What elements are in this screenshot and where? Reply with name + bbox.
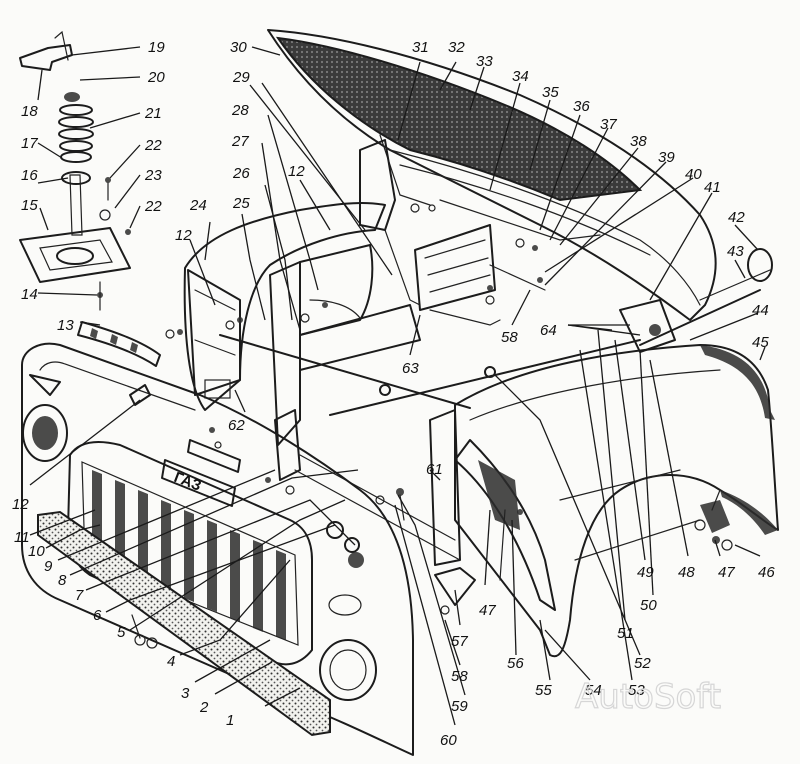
callout-51: 51 bbox=[617, 625, 634, 642]
callout-12-upper: 12 bbox=[288, 163, 305, 180]
callout-42: 42 bbox=[728, 209, 745, 226]
callout-11: 11 bbox=[14, 529, 30, 546]
callout-8: 8 bbox=[58, 572, 67, 589]
callout-55: 55 bbox=[535, 682, 552, 699]
callout-46: 46 bbox=[758, 564, 775, 581]
front-panel bbox=[21, 342, 414, 756]
grille-slats bbox=[92, 470, 286, 640]
callout-22-upper: 22 bbox=[144, 137, 162, 154]
callout-20: 20 bbox=[147, 69, 165, 86]
callout-34: 34 bbox=[512, 68, 529, 85]
fender-lower-apron bbox=[434, 509, 523, 615]
callout-64: 64 bbox=[540, 322, 557, 339]
callout-23: 23 bbox=[144, 167, 162, 184]
callout-44: 44 bbox=[752, 302, 769, 319]
hood-latch-assembly bbox=[19, 30, 131, 311]
callout-29: 29 bbox=[232, 69, 250, 86]
callout-12-grille: 12 bbox=[12, 496, 29, 513]
fender-apron bbox=[454, 439, 556, 611]
callout-5: 5 bbox=[117, 624, 126, 641]
callout-17: 17 bbox=[21, 135, 38, 152]
inner-panel-left bbox=[183, 201, 421, 446]
callout-47-left: 47 bbox=[479, 602, 496, 619]
callout-60: 60 bbox=[440, 732, 457, 749]
callout-3: 3 bbox=[181, 685, 190, 702]
callout-28: 28 bbox=[231, 102, 249, 119]
callout-45: 45 bbox=[752, 334, 769, 351]
callout-33: 33 bbox=[476, 53, 493, 70]
callout-41: 41 bbox=[704, 179, 721, 196]
callout-63: 63 bbox=[402, 360, 419, 377]
callout-50: 50 bbox=[640, 597, 657, 614]
callout-59: 59 bbox=[451, 698, 468, 715]
callout-13: 13 bbox=[57, 317, 74, 334]
callout-61: 61 bbox=[426, 461, 443, 478]
callout-6: 6 bbox=[93, 607, 102, 624]
callout-48: 48 bbox=[678, 564, 695, 581]
callout-40: 40 bbox=[685, 166, 702, 183]
callout-27: 27 bbox=[231, 133, 249, 150]
gaz-badge: ГАЗ bbox=[161, 439, 241, 507]
radiator-grille bbox=[67, 441, 313, 666]
callout-62: 62 bbox=[228, 417, 245, 434]
callout-24: 24 bbox=[189, 197, 207, 214]
callout-4: 4 bbox=[167, 653, 175, 670]
callout-53: 53 bbox=[628, 682, 645, 699]
callout-54: 54 bbox=[585, 682, 602, 699]
callout-18: 18 bbox=[21, 103, 38, 120]
callout-12-left-panel: 12 bbox=[175, 227, 192, 244]
callout-57: 57 bbox=[451, 633, 468, 650]
callout-36: 36 bbox=[573, 98, 590, 115]
callout-10: 10 bbox=[28, 543, 45, 560]
leader-lines bbox=[29, 46, 766, 726]
callout-56: 56 bbox=[507, 655, 524, 672]
callout-30: 30 bbox=[230, 39, 247, 56]
callout-58-lower: 58 bbox=[451, 668, 468, 685]
hood-hinge bbox=[359, 139, 546, 326]
callout-49: 49 bbox=[637, 564, 654, 581]
callout-labels: 1 2 3 4 5 6 7 8 9 10 11 12 12 12 13 14 1… bbox=[12, 39, 775, 749]
callout-58-upper: 58 bbox=[501, 329, 518, 346]
right-latch-parts bbox=[619, 248, 773, 551]
hood-release-rod bbox=[219, 289, 761, 416]
callout-15: 15 bbox=[21, 197, 38, 214]
radiator-frame bbox=[274, 409, 461, 566]
callout-21: 21 bbox=[144, 105, 162, 122]
callout-7: 7 bbox=[75, 587, 84, 604]
seal-strip bbox=[77, 321, 161, 367]
callout-35: 35 bbox=[542, 84, 559, 101]
callout-19: 19 bbox=[148, 39, 165, 56]
callout-25: 25 bbox=[232, 195, 250, 212]
callout-52: 52 bbox=[634, 655, 651, 672]
callout-26: 26 bbox=[232, 165, 250, 182]
callout-32: 32 bbox=[448, 39, 465, 56]
callout-22-lower: 22 bbox=[144, 198, 162, 215]
callout-9: 9 bbox=[44, 558, 53, 575]
callout-16: 16 bbox=[21, 167, 38, 184]
watermark: AutoSoft bbox=[575, 677, 721, 717]
callout-39: 39 bbox=[658, 149, 675, 166]
callout-37: 37 bbox=[600, 116, 617, 133]
callout-43: 43 bbox=[727, 243, 744, 260]
callout-38: 38 bbox=[630, 133, 647, 150]
callout-47-right: 47 bbox=[718, 564, 735, 581]
right-fender bbox=[454, 344, 779, 658]
front-bumper bbox=[37, 510, 331, 737]
callout-31: 31 bbox=[412, 39, 429, 56]
hood-panel bbox=[267, 29, 717, 321]
callout-14: 14 bbox=[21, 286, 38, 303]
callout-2: 2 bbox=[199, 699, 209, 716]
grille-fasteners bbox=[131, 521, 364, 649]
callout-1: 1 bbox=[226, 712, 234, 729]
